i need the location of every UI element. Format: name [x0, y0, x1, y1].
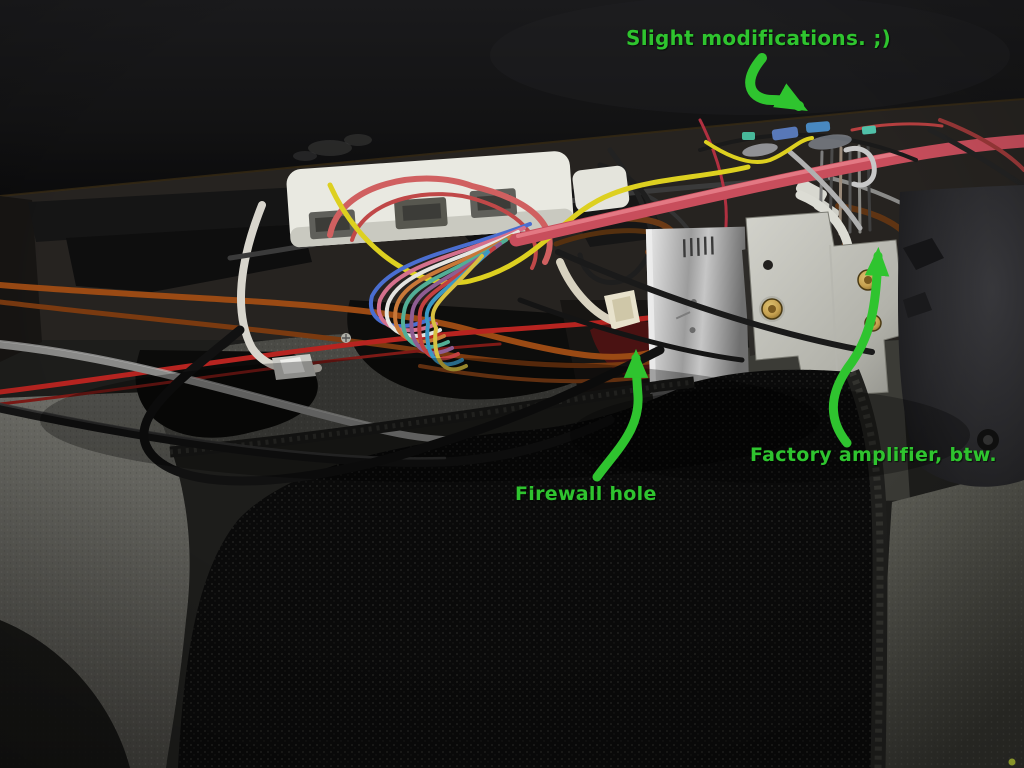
factory-amplifier-arrow: [828, 246, 890, 448]
annotation-firewall-hole: Firewall hole: [515, 483, 657, 505]
annotation-slight-modifications: Slight modifications. ;): [626, 26, 892, 50]
firewall-hole-arrow: [592, 348, 649, 482]
slight-modifications-arrow: [745, 53, 808, 111]
annotation-factory-amplifier: Factory amplifier, btw.: [750, 444, 997, 466]
